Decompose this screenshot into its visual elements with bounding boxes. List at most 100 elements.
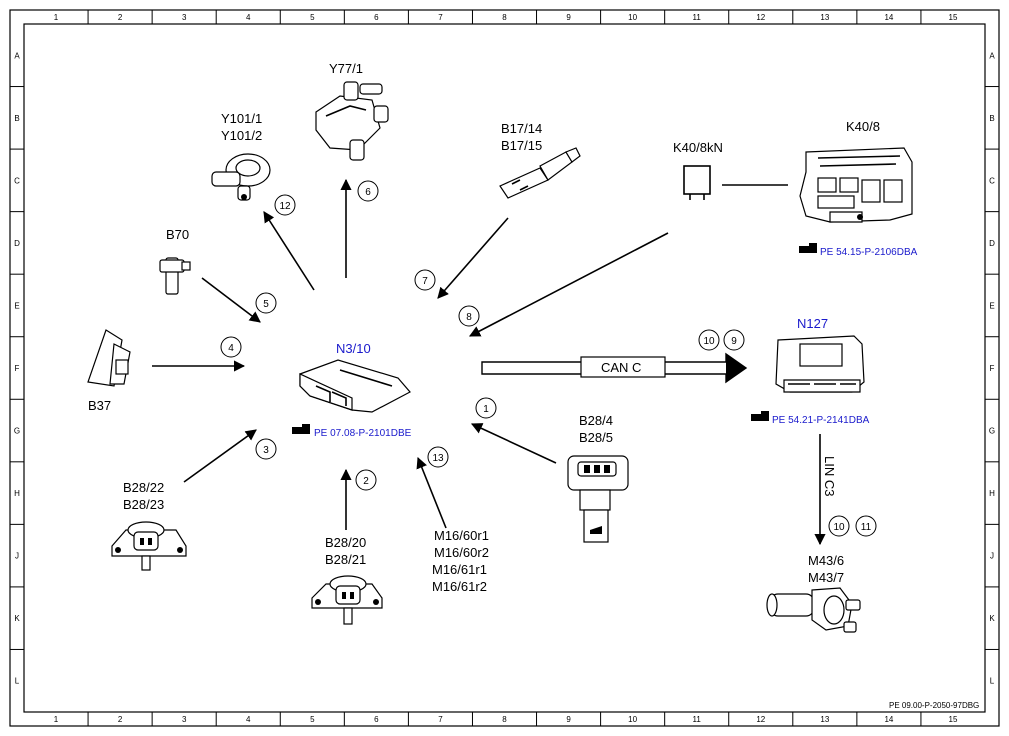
callout-13-text: 13 bbox=[432, 453, 444, 464]
grid-col-label: 5 bbox=[310, 715, 315, 724]
grid-row-label: D bbox=[14, 239, 20, 248]
grid-col-label: 4 bbox=[246, 13, 251, 22]
can-c-label: CAN C bbox=[601, 360, 641, 375]
arrow-1 bbox=[470, 423, 557, 464]
grid-col-label: 10 bbox=[628, 715, 637, 724]
grid-col-label: 7 bbox=[438, 715, 443, 724]
b28-20-label: B28/20 bbox=[325, 535, 366, 550]
b17-15-label: B17/15 bbox=[501, 138, 542, 153]
k40-8-label: K40/8 bbox=[846, 119, 880, 134]
grid-row-label: J bbox=[990, 552, 994, 561]
grid-col-label: 4 bbox=[246, 715, 251, 724]
arrow-12 bbox=[263, 211, 315, 291]
b37-label: B37 bbox=[88, 398, 111, 413]
grid-row-label: K bbox=[989, 614, 995, 623]
ecu-n3-10[interactable]: N3/10 PE 07.08-P-2101DBE bbox=[292, 341, 412, 439]
grid-col-label: 8 bbox=[502, 13, 507, 22]
callout-1-text: 1 bbox=[483, 404, 489, 415]
grid-col-label: 6 bbox=[374, 715, 379, 724]
k40-8-ref[interactable]: PE 54.15-P-2106DBA bbox=[820, 247, 918, 258]
callout-9: 9 bbox=[723, 329, 745, 351]
callout-11-text: 11 bbox=[861, 522, 872, 533]
b28-5-label: B28/5 bbox=[579, 430, 613, 445]
grid-col-label: 9 bbox=[566, 715, 571, 724]
water-pump-icon bbox=[766, 587, 861, 633]
m43-6-label: M43/6 bbox=[808, 553, 844, 568]
grid-row-label: A bbox=[14, 51, 20, 60]
grid-col-label: 11 bbox=[693, 715, 702, 724]
component-y101[interactable]: Y101/1 Y101/2 bbox=[211, 111, 271, 201]
callout-9-text: 9 bbox=[731, 336, 737, 347]
component-k40-8[interactable]: K40/8 PE 54.15-P-2106DBA bbox=[799, 119, 918, 258]
grid-row-label: L bbox=[990, 677, 995, 686]
arrow-13 bbox=[416, 456, 447, 529]
callout-3-text: 3 bbox=[263, 445, 269, 456]
callout-11: 11 bbox=[855, 515, 877, 537]
document-id: PE 09.00-P-2050-97DBG bbox=[889, 701, 979, 710]
callout-10b: 10 bbox=[828, 515, 850, 537]
arrow-5 bbox=[201, 277, 261, 323]
grid-row-label: G bbox=[989, 427, 995, 436]
grid-col-label: 13 bbox=[820, 13, 829, 22]
component-b28-22[interactable]: B28/22 B28/23 bbox=[111, 480, 187, 571]
pedal-sensor-icon bbox=[87, 329, 131, 387]
crankshaft-sensor-icon bbox=[159, 257, 191, 295]
grid-col-label: 12 bbox=[756, 13, 765, 22]
grid-row-label: L bbox=[15, 677, 20, 686]
callout-7: 7 bbox=[414, 269, 436, 291]
signal-arrows bbox=[152, 178, 826, 546]
component-m43[interactable]: M43/6 M43/7 bbox=[766, 553, 861, 633]
n127-label: N127 bbox=[797, 316, 828, 331]
component-m16[interactable]: M16/60r1 M16/60r2 M16/61r1 M16/61r2 bbox=[432, 528, 489, 594]
component-n127[interactable]: N127 PE 54.21-P-2141DBA bbox=[751, 316, 870, 426]
grid-col-label: 7 bbox=[438, 13, 443, 22]
relay-icon bbox=[683, 165, 711, 200]
grid-row-label: E bbox=[14, 301, 19, 310]
y77-1-label: Y77/1 bbox=[329, 61, 363, 76]
n127-ref[interactable]: PE 54.21-P-2141DBA bbox=[772, 415, 870, 426]
pointing-hand-icon bbox=[292, 424, 310, 434]
pressure-sensor-icon bbox=[311, 575, 383, 625]
grid-row-label: G bbox=[14, 427, 20, 436]
component-y77-1[interactable]: Y77/1 bbox=[315, 61, 389, 161]
grid-row-label: J bbox=[15, 552, 19, 561]
component-b28-20[interactable]: B28/20 B28/21 bbox=[311, 535, 383, 625]
b28-4-label: B28/4 bbox=[579, 413, 613, 428]
ecu-n3-10-ref[interactable]: PE 07.08-P-2101DBE bbox=[314, 428, 412, 439]
component-b17[interactable]: B17/14 B17/15 bbox=[499, 121, 581, 199]
b17-14-label: B17/14 bbox=[501, 121, 542, 136]
b70-label: B70 bbox=[166, 227, 189, 242]
component-b70[interactable]: B70 bbox=[159, 227, 191, 295]
vacuum-valve-icon bbox=[315, 81, 389, 161]
grid-col-label: 15 bbox=[949, 13, 958, 22]
b28-21-label: B28/21 bbox=[325, 552, 366, 567]
fuse-box-icon bbox=[799, 147, 913, 223]
y101-2-label: Y101/2 bbox=[221, 128, 262, 143]
grid-col-label: 8 bbox=[502, 715, 507, 724]
pressure-sensor-icon bbox=[111, 521, 187, 571]
callout-3: 3 bbox=[255, 438, 277, 460]
component-k40-8kn[interactable]: K40/8kN bbox=[673, 140, 788, 200]
grid-row-label: E bbox=[989, 301, 994, 310]
y101-1-label: Y101/1 bbox=[221, 111, 262, 126]
b28-22-label: B28/22 bbox=[123, 480, 164, 495]
grid-row-label: D bbox=[989, 239, 995, 248]
pointing-hand-icon bbox=[799, 243, 817, 253]
grid-row-label: C bbox=[989, 176, 995, 185]
lin-c3-label: LIN C3 bbox=[822, 456, 837, 496]
grid-col-label: 14 bbox=[884, 715, 893, 724]
pressure-sensor-icon bbox=[567, 455, 629, 543]
callout-10b-text: 10 bbox=[833, 522, 845, 533]
grid-col-label: 2 bbox=[118, 715, 123, 724]
callout-12-text: 12 bbox=[279, 201, 291, 212]
m43-7-label: M43/7 bbox=[808, 570, 844, 585]
component-b37[interactable]: B37 bbox=[87, 329, 131, 413]
grid-col-label: 2 bbox=[118, 13, 123, 22]
component-b28-4[interactable]: B28/4 B28/5 bbox=[567, 413, 629, 543]
b28-23-label: B28/23 bbox=[123, 497, 164, 512]
